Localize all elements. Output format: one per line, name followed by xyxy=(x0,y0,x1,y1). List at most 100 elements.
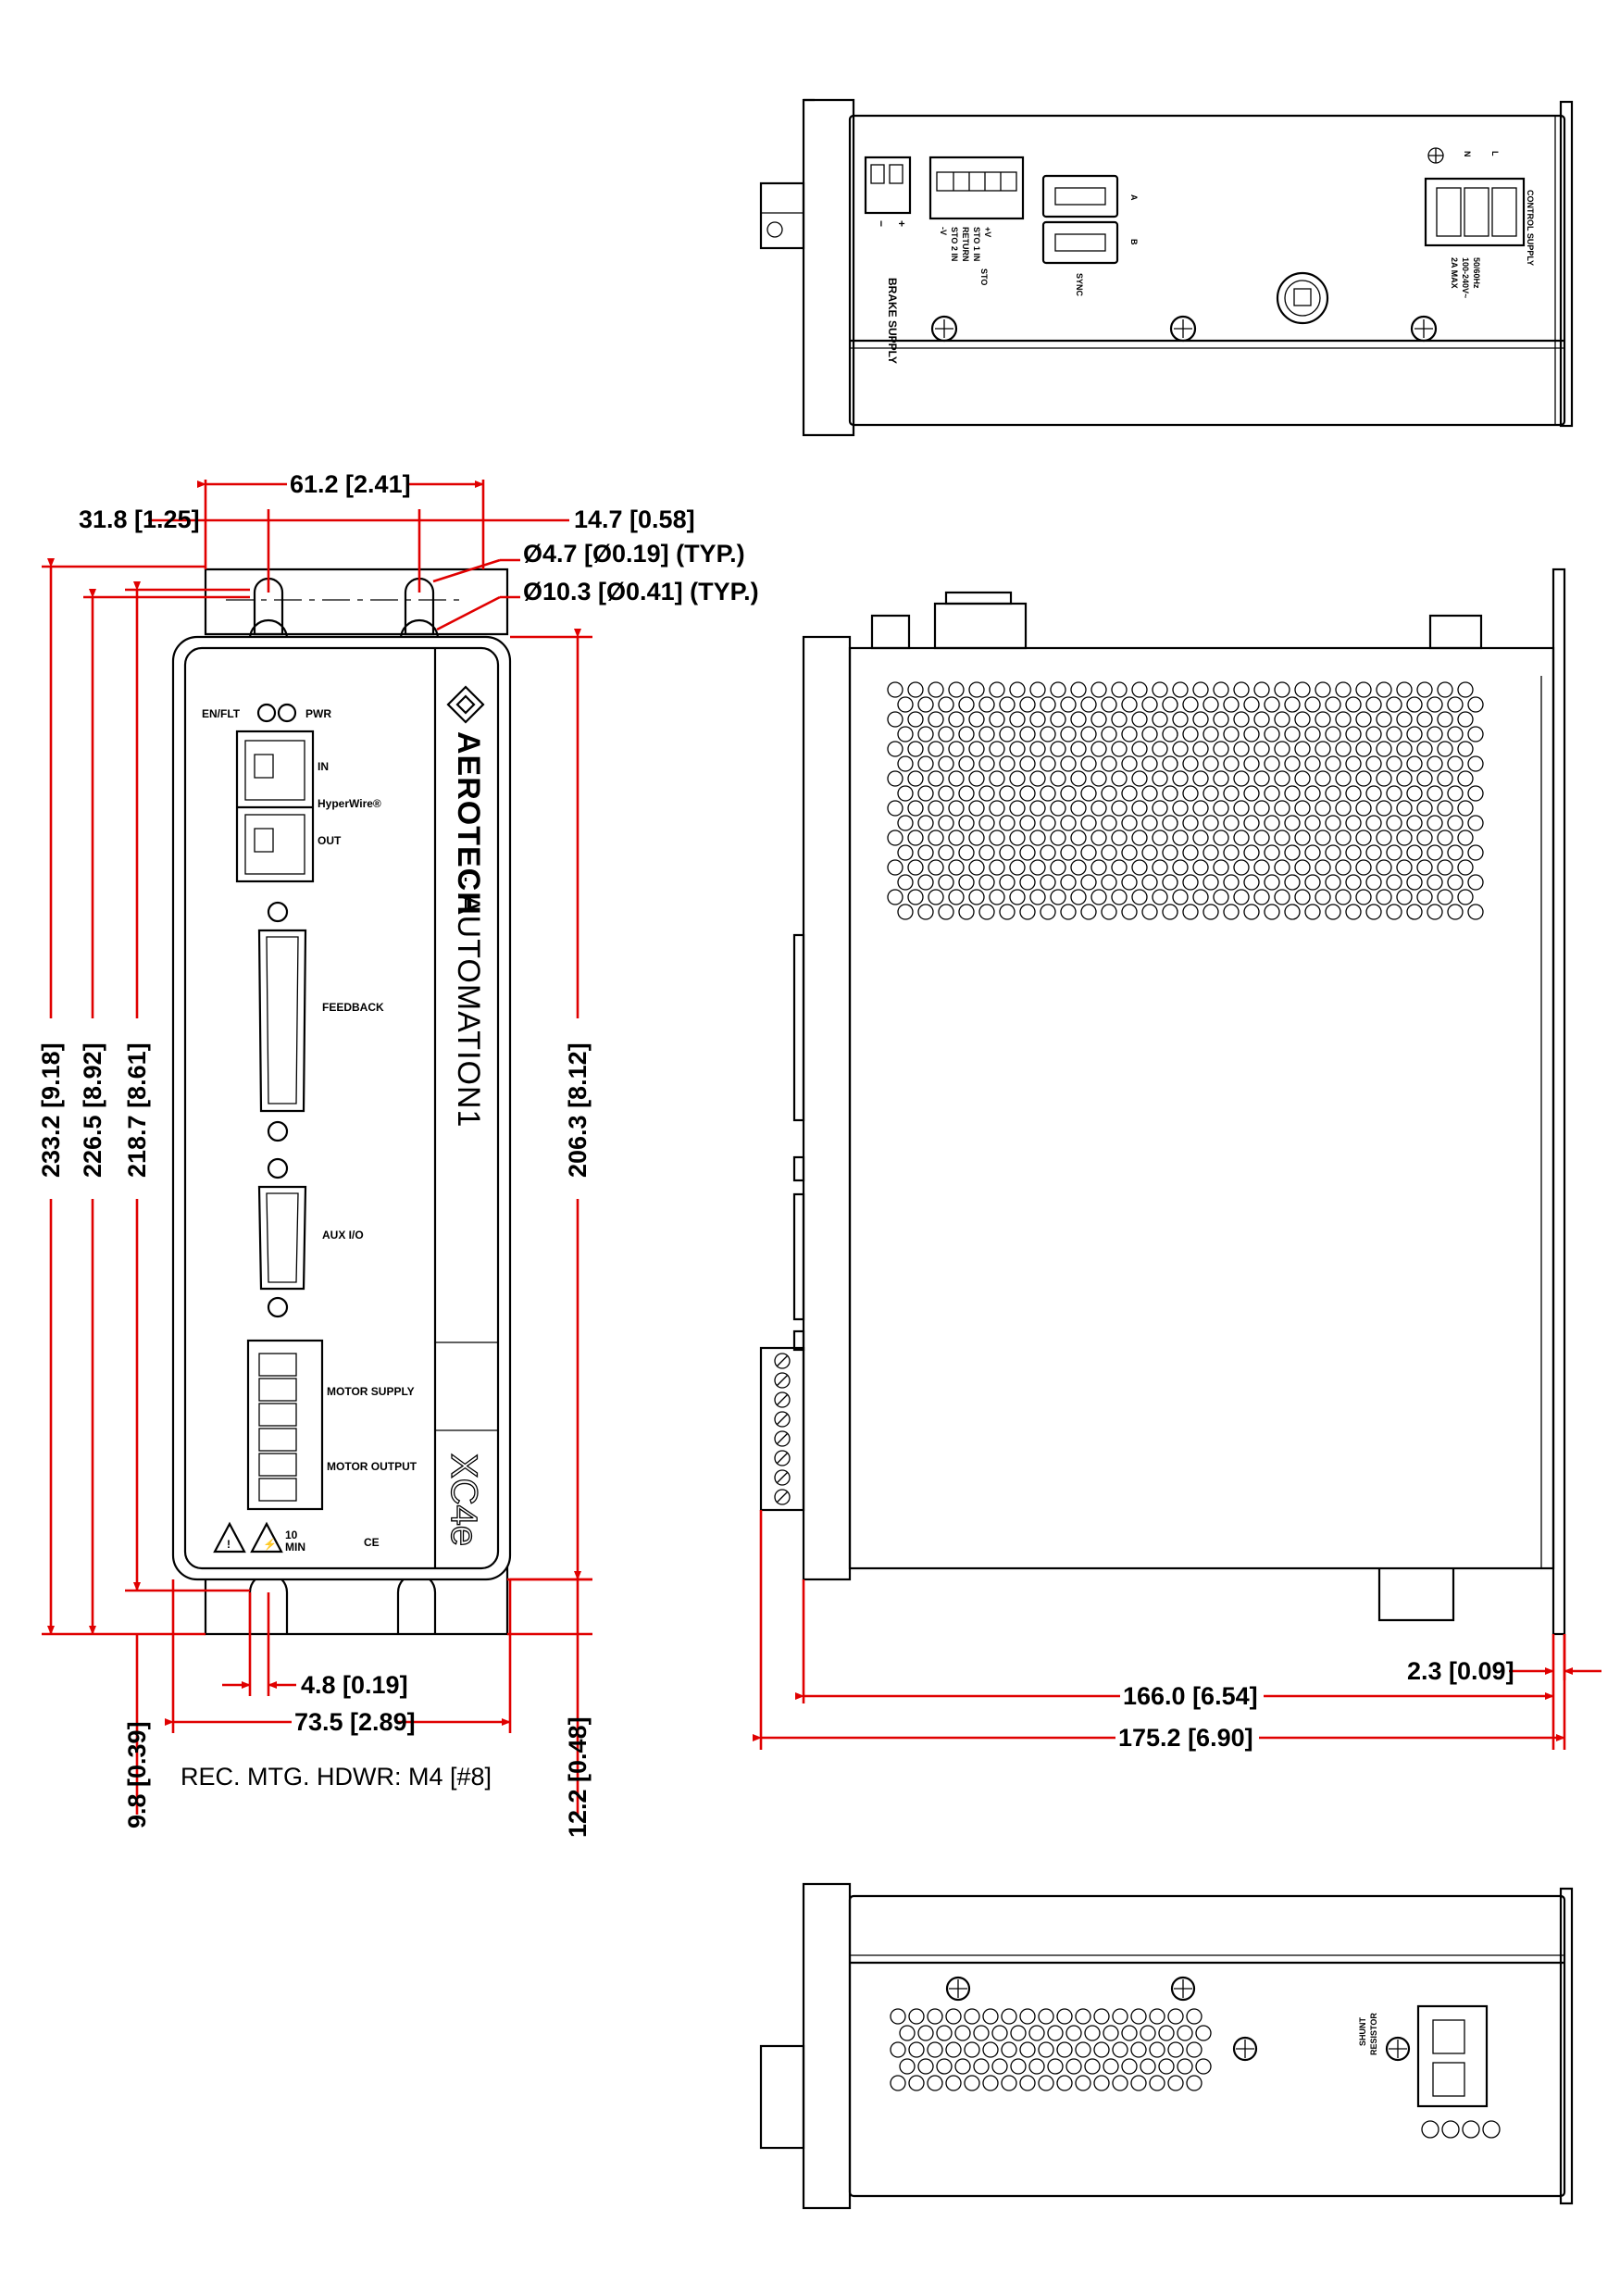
vent-hole xyxy=(1447,815,1464,831)
vent-hole xyxy=(1233,711,1250,728)
vent-hole xyxy=(1093,2041,1110,2058)
vent-hole xyxy=(948,681,965,698)
vent-hole xyxy=(1070,800,1087,817)
vent-hole xyxy=(1140,2025,1156,2041)
vent-hole xyxy=(1243,874,1260,891)
vent-hole xyxy=(1416,741,1433,757)
resistor-label: RESISTOR xyxy=(1369,2013,1378,2055)
vent-hole xyxy=(1149,2075,1165,2091)
vent-hole xyxy=(899,2025,916,2041)
vent-hole xyxy=(1009,889,1026,905)
dim-14-7: 14.7 [0.58] xyxy=(574,505,695,533)
terminal-screw xyxy=(774,1353,791,1369)
vent-hole xyxy=(1040,844,1056,861)
vent-hole xyxy=(1111,859,1128,876)
vent-hole xyxy=(1437,830,1453,846)
vent-hole xyxy=(1406,874,1423,891)
vent-hole xyxy=(1050,889,1066,905)
vent-hole xyxy=(917,2025,934,2041)
vent-hole xyxy=(1345,755,1362,772)
vent-hole xyxy=(1376,711,1392,728)
vent-hole xyxy=(1040,755,1056,772)
vent-hole xyxy=(1121,2025,1138,2041)
vent-hole xyxy=(1112,2075,1128,2091)
vent-hole xyxy=(1365,874,1382,891)
vent-hole xyxy=(1019,2041,1036,2058)
bottom-hole xyxy=(1482,2120,1501,2139)
port-a-label: A xyxy=(1129,194,1139,201)
vent-hole xyxy=(1195,2025,1212,2041)
vent-hole xyxy=(1103,2025,1119,2041)
vent-hole xyxy=(1080,815,1097,831)
vent-hole xyxy=(1040,696,1056,713)
bottom-hole xyxy=(1462,2120,1480,2139)
vent-hole xyxy=(968,800,985,817)
vent-hole xyxy=(1019,726,1036,742)
vent-hole xyxy=(897,904,914,920)
vent-hole xyxy=(1396,681,1413,698)
vent-hole xyxy=(1386,904,1402,920)
vent-hole xyxy=(1112,2041,1128,2058)
en-flt-label: EN/FLT xyxy=(202,707,241,720)
vent-hole xyxy=(978,844,995,861)
vent-hole xyxy=(1090,889,1107,905)
product-line: AUTOMATION1 xyxy=(451,893,486,1128)
vent-hole xyxy=(1386,696,1402,713)
vent-hole xyxy=(1294,711,1311,728)
vent-hole xyxy=(1001,2041,1017,2058)
vent-hole xyxy=(1325,785,1341,802)
hardware-note: REC. MTG. HDWR: M4 [#8] xyxy=(181,1763,492,1791)
vent-hole xyxy=(1396,889,1413,905)
vent-hole xyxy=(978,815,995,831)
vent-hole xyxy=(1158,2058,1175,2075)
vent-hole xyxy=(1167,2041,1184,2058)
vent-hole xyxy=(1182,696,1199,713)
vent-hole xyxy=(1162,874,1178,891)
vent-hole xyxy=(1416,859,1433,876)
vent-hole xyxy=(1131,859,1148,876)
vent-hole xyxy=(1437,681,1453,698)
vent-hole xyxy=(1355,770,1372,787)
vent-hole xyxy=(1056,2075,1073,2091)
vent-hole xyxy=(1437,859,1453,876)
vent-hole xyxy=(1315,859,1331,876)
vent-hole xyxy=(1416,711,1433,728)
vent-hole xyxy=(1111,681,1128,698)
vent-hole xyxy=(1467,785,1484,802)
vent-hole xyxy=(1056,2008,1073,2025)
vent-hole xyxy=(917,785,934,802)
vent-hole xyxy=(973,2025,990,2041)
vent-hole xyxy=(1060,874,1077,891)
vent-hole xyxy=(1010,2058,1027,2075)
vent-hole xyxy=(1152,681,1168,698)
vent-hole xyxy=(1315,711,1331,728)
terminal-screw-slot xyxy=(776,1452,789,1465)
vent-hole xyxy=(1001,2008,1017,2025)
vent-hole xyxy=(1070,889,1087,905)
vent-hole xyxy=(1406,755,1423,772)
vent-hole xyxy=(1253,770,1270,787)
vent-hole xyxy=(1264,726,1280,742)
vent-hole xyxy=(1182,904,1199,920)
vent-hole xyxy=(907,711,924,728)
vent-hole xyxy=(1345,785,1362,802)
terminal-screw-slot xyxy=(776,1354,789,1367)
vent-hole xyxy=(1447,904,1464,920)
vent-hole xyxy=(1111,800,1128,817)
vent-hole xyxy=(1029,770,1046,787)
dimensions: 61.2 [2.41] 31.8 [1.25] 14.7 [0.58] Ø4.7… xyxy=(37,470,1601,1838)
vent-hole xyxy=(907,889,924,905)
minus-v-label: -V xyxy=(939,227,948,235)
vent-hole xyxy=(1355,681,1372,698)
vent-hole xyxy=(1009,741,1026,757)
vent-hole xyxy=(1457,681,1474,698)
vent-hole xyxy=(928,889,944,905)
plus-v-label: +V xyxy=(983,227,992,237)
hyperwire-in-label: IN xyxy=(318,760,329,773)
vent-hole xyxy=(1284,874,1301,891)
vent-hole xyxy=(1182,785,1199,802)
vent-hole xyxy=(1386,844,1402,861)
vent-hole xyxy=(1040,726,1056,742)
vent-hole xyxy=(897,726,914,742)
